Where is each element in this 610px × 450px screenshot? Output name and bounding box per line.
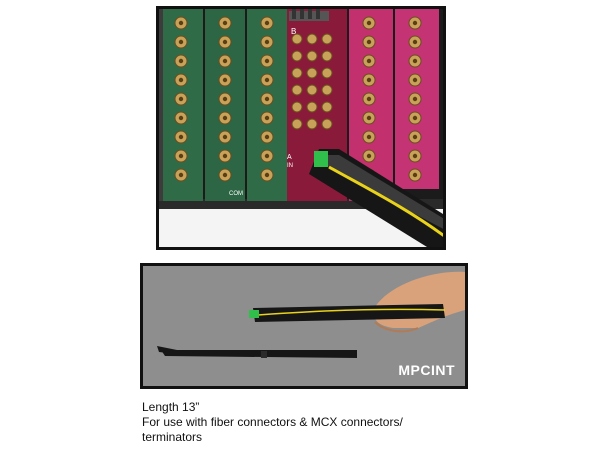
mcx-connector-pin (366, 115, 372, 121)
mcx-connector-pin (222, 96, 228, 102)
mcx-connector-pin (264, 115, 270, 121)
mcx-connector-pin (222, 58, 228, 64)
mcx-connector-pin (366, 134, 372, 140)
mcx-connector-pin (178, 96, 184, 102)
mcx-connector-pin (264, 58, 270, 64)
mcx-connector-pin (222, 153, 228, 159)
panel-label-b: B (291, 27, 296, 36)
panel-label-a: A (287, 154, 292, 161)
tool-product-illustration (143, 266, 465, 386)
mcx-connector-pin (412, 115, 418, 121)
mcx-connector-pin (366, 58, 372, 64)
mcx-connector-pin (264, 96, 270, 102)
mcx-connector-array (174, 16, 422, 182)
panel-label-in: IN (287, 163, 293, 169)
mcx-connector-pin (412, 172, 418, 178)
mcx-connector-pin (412, 39, 418, 45)
mcx-connector-pin (412, 20, 418, 26)
mcx-connector-pin (178, 153, 184, 159)
panel-label-com: COM (229, 191, 243, 197)
tool-product-photo: MPCINT (140, 263, 468, 389)
connector-panel-photo: B A IN COM (156, 6, 446, 250)
mcx-connector (321, 50, 333, 62)
mcx-connector-pin (366, 39, 372, 45)
mcx-connector-pin (222, 134, 228, 140)
mcx-connector-pin (412, 77, 418, 83)
mcx-connector-pin (366, 20, 372, 26)
mcx-connector (291, 67, 303, 79)
mcx-connector-pin (178, 58, 184, 64)
mcx-connector-pin (222, 20, 228, 26)
mcx-connector-pin (178, 172, 184, 178)
mcx-connector (291, 101, 303, 113)
mcx-connector-pin (412, 58, 418, 64)
mcx-connector (291, 84, 303, 96)
mcx-connector-pin (264, 153, 270, 159)
mcx-connector-pin (264, 39, 270, 45)
mcx-connector-pin (264, 172, 270, 178)
mcx-connector (306, 50, 318, 62)
length-text: Length 13” (142, 400, 200, 414)
mcx-connector (321, 67, 333, 79)
mcx-connector (321, 84, 333, 96)
mcx-connector-pin (264, 20, 270, 26)
mcx-connector-pin (412, 153, 418, 159)
product-description: Length 13” For use with fiber connectors… (142, 400, 562, 445)
mcx-connector-pin (366, 153, 372, 159)
mcx-connector-pin (264, 77, 270, 83)
mcx-connector (321, 101, 333, 113)
mcx-connector-pin (366, 77, 372, 83)
mcx-connector (291, 33, 303, 45)
mcx-connector (321, 118, 333, 130)
mcx-connector-pin (222, 172, 228, 178)
mcx-connector-pin (178, 20, 184, 26)
mcx-connector (306, 67, 318, 79)
mcx-connector-pin (264, 134, 270, 140)
usage-text-line-1: For use with fiber connectors & MCX conn… (142, 415, 403, 429)
mcx-connector-pin (178, 134, 184, 140)
held-tool (249, 304, 446, 322)
mcx-connector (306, 84, 318, 96)
connector-panel-illustration: B A IN COM (159, 9, 443, 247)
mcx-connector-pin (412, 134, 418, 140)
mcx-connector-pin (178, 39, 184, 45)
spare-tool (157, 346, 357, 358)
mcx-connector-pin (222, 77, 228, 83)
mcx-connector-pin (178, 77, 184, 83)
mcx-connector (306, 33, 318, 45)
insertion-tool (309, 149, 443, 247)
mcx-connector (291, 50, 303, 62)
mcx-connector (291, 118, 303, 130)
mcx-connector-pin (222, 39, 228, 45)
mcx-connector (306, 101, 318, 113)
mcx-connector (306, 118, 318, 130)
product-code-badge: MPCINT (398, 362, 455, 378)
usage-text-line-2: terminators (142, 430, 203, 444)
mcx-connector-pin (412, 96, 418, 102)
mcx-connector (321, 33, 333, 45)
mcx-connector-pin (222, 115, 228, 121)
mcx-connector-pin (366, 96, 372, 102)
mcx-connector-pin (178, 115, 184, 121)
